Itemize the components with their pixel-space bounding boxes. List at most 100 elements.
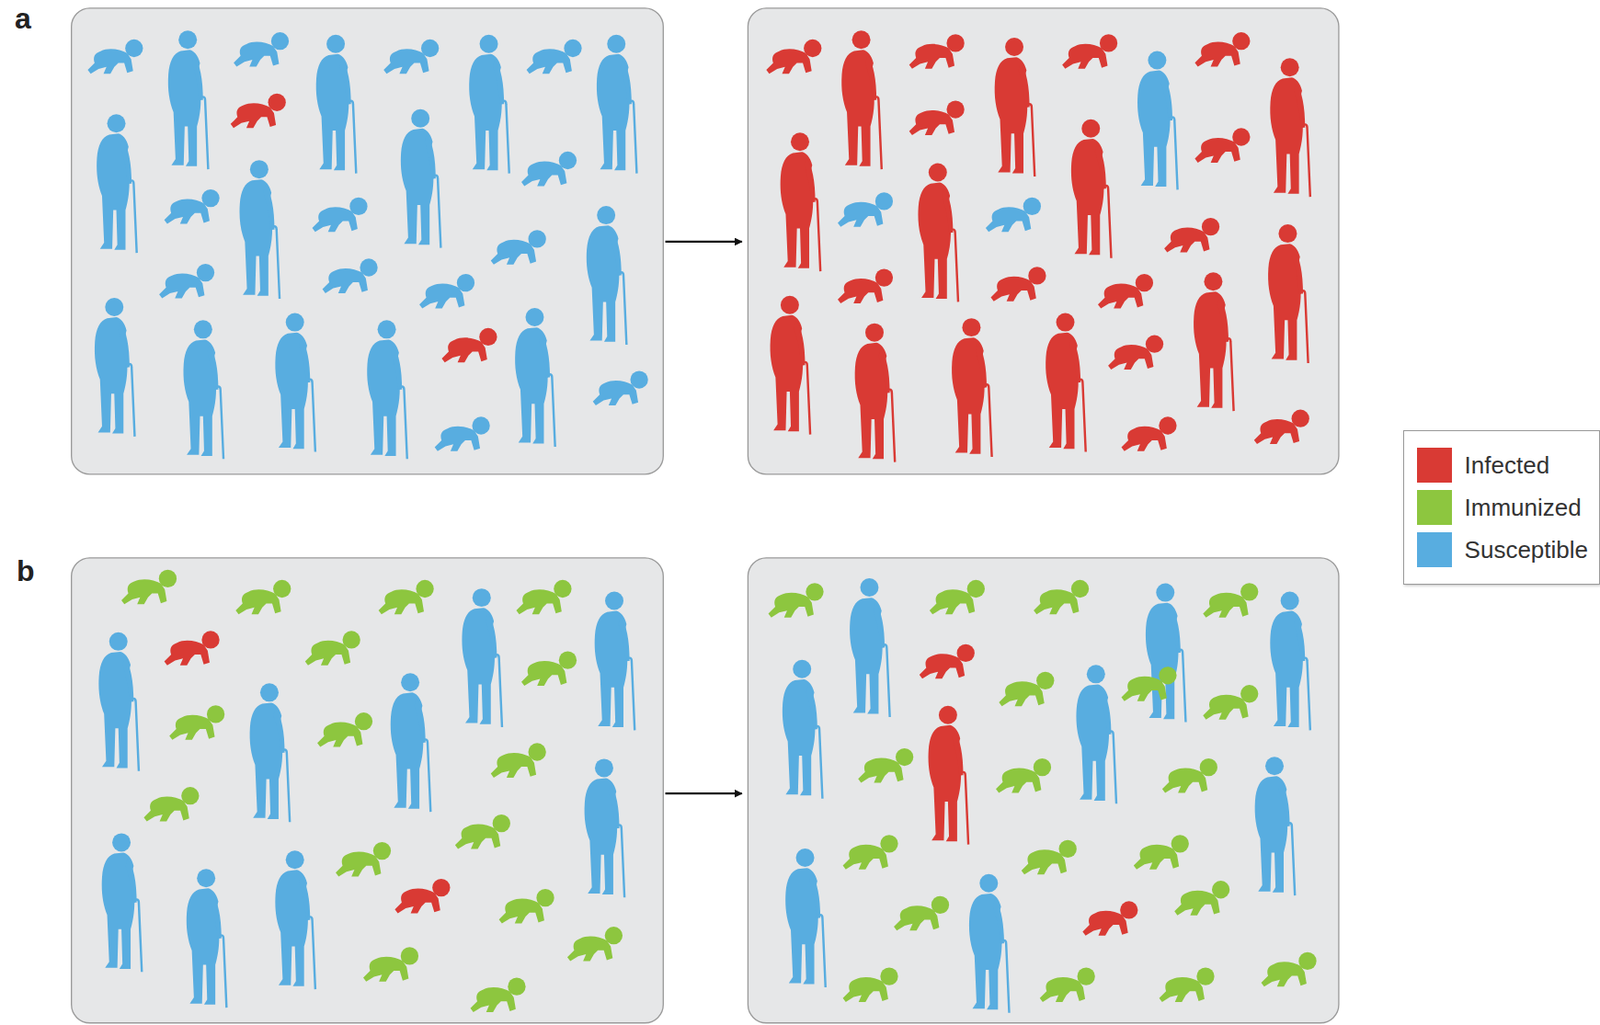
infant-figure: [1194, 127, 1250, 163]
infant-figure: [394, 879, 450, 915]
infant-figure: [995, 758, 1052, 794]
infant-figure: [378, 580, 435, 616]
elderly-figure: [316, 34, 357, 174]
infant-figure: [1202, 685, 1258, 720]
panel-letter: b: [16, 556, 35, 586]
infant-figure: [491, 742, 547, 778]
infant-figure: [143, 787, 199, 823]
legend-entry: Susceptible: [1417, 532, 1589, 568]
population-b-after: [768, 578, 1317, 1014]
elderly-figure: [1269, 57, 1311, 197]
infant-figure: [1033, 580, 1089, 616]
infant-figure: [233, 32, 289, 68]
infant-figure: [491, 229, 547, 265]
infant-figure: [419, 274, 475, 309]
legend-swatch: [1417, 532, 1452, 568]
elderly-figure: [849, 578, 891, 718]
elderly-figure: [1075, 664, 1117, 804]
infant-figure: [843, 967, 899, 1003]
infant-figure: [998, 672, 1054, 708]
elderly-figure: [780, 132, 822, 272]
infant-figure: [521, 151, 577, 187]
infant-figure: [87, 39, 143, 75]
population-a-before: [87, 30, 648, 459]
elderly-figure: [841, 30, 882, 170]
elderly-figure: [1268, 224, 1309, 364]
elderly-figure: [596, 34, 638, 174]
panel-letter: a: [14, 3, 32, 34]
infant-figure: [929, 580, 985, 616]
elderly-figure: [785, 848, 826, 988]
infant-figure: [843, 834, 899, 870]
infant-figure: [837, 268, 893, 304]
infant-figure: [1254, 410, 1310, 446]
legend-entry: Immunized: [1417, 490, 1589, 526]
infant-figure: [593, 370, 649, 406]
infant-figure: [434, 416, 491, 452]
transition-arrow: [665, 240, 743, 243]
infant-figure: [1133, 834, 1189, 870]
infant-figure: [1162, 758, 1218, 794]
infant-figure: [1194, 32, 1250, 68]
infant-figure: [1261, 952, 1317, 988]
elderly-figure: [855, 323, 896, 463]
elderly-figure: [182, 320, 224, 459]
transition-arrow: [665, 792, 743, 795]
population-panel: [71, 8, 664, 475]
infant-figure: [455, 814, 511, 850]
infant-figure: [317, 712, 373, 748]
elderly-figure: [594, 591, 636, 731]
elderly-figure: [186, 868, 228, 1008]
elderly-figure: [274, 313, 316, 453]
elderly-figure: [1045, 313, 1086, 453]
elderly-figure: [98, 632, 139, 772]
infant-figure: [305, 630, 361, 666]
infant-figure: [1174, 880, 1230, 916]
legend-label: Infected: [1464, 451, 1551, 480]
infant-figure: [857, 748, 914, 784]
infant-figure: [230, 93, 286, 129]
population-a-after: [765, 30, 1311, 462]
population-b-before: [98, 570, 635, 1013]
infant-figure: [1121, 666, 1178, 702]
population-panel: [747, 558, 1339, 1024]
elderly-figure: [951, 318, 993, 458]
infant-figure: [919, 644, 975, 680]
infant-figure: [335, 842, 391, 878]
infant-figure: [1164, 217, 1220, 253]
elderly-figure: [96, 114, 138, 253]
infant-figure: [1108, 335, 1164, 371]
elderly-figure: [770, 296, 812, 435]
elderly-figure: [400, 109, 442, 249]
elderly-figure: [390, 673, 432, 812]
elderly-figure: [468, 34, 510, 174]
infant-figure: [837, 192, 893, 228]
infant-figure: [322, 258, 378, 294]
infant-figure: [169, 705, 225, 741]
elderly-figure: [917, 163, 959, 303]
elderly-figure: [168, 30, 209, 170]
elderly-figure: [514, 308, 556, 447]
infant-figure: [164, 630, 220, 666]
population-panel: [747, 8, 1339, 475]
population-panel: [71, 558, 664, 1024]
elderly-figure: [366, 320, 408, 459]
infant-figure: [159, 263, 215, 299]
elderly-figure: [1145, 583, 1187, 723]
legend-swatch: [1417, 490, 1452, 526]
legend-box: InfectedImmunizedSusceptible: [1403, 430, 1600, 585]
elderly-figure: [928, 706, 970, 846]
elderly-figure: [782, 660, 823, 800]
elderly-figure: [584, 758, 626, 898]
infant-figure: [1021, 840, 1077, 876]
infant-figure: [1062, 34, 1118, 69]
infant-figure: [1121, 416, 1178, 452]
infant-figure: [164, 189, 220, 225]
elderly-figure: [1193, 272, 1235, 412]
elderly-figure: [1269, 591, 1311, 731]
infant-figure: [470, 978, 526, 1014]
infant-figure: [765, 39, 822, 75]
infant-figure: [909, 34, 965, 69]
elderly-figure: [102, 833, 143, 972]
infant-figure: [521, 651, 577, 686]
